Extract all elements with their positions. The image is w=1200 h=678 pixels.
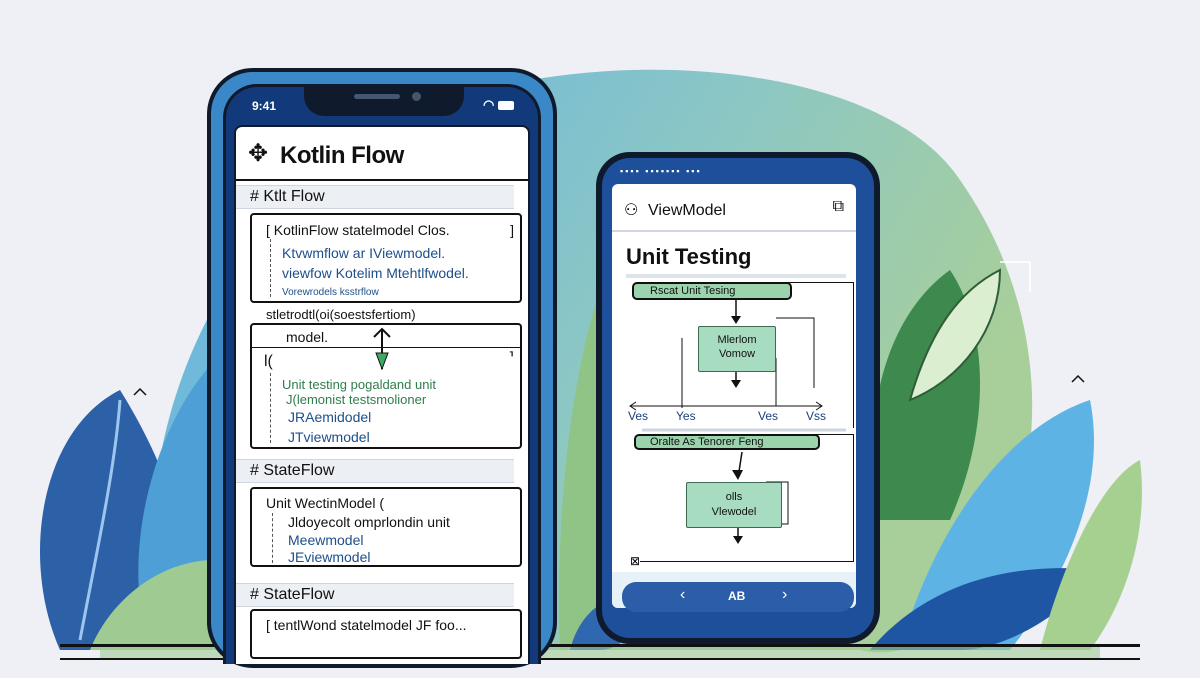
phone-left: 9:41 ◠ ✥ Kotlin Flow # Ktlt Flow [ Kotli…: [207, 68, 557, 668]
speaker-icon: [354, 94, 400, 99]
indent-guide: [272, 513, 274, 563]
indent-guide: [270, 239, 272, 297]
diagram-label: Ves: [628, 409, 649, 423]
title-underline: [626, 274, 846, 278]
code-line: Meewmodel: [288, 532, 364, 548]
section-bar: [236, 583, 514, 607]
camera-icon: [412, 92, 421, 101]
code-line: [ tentlWond statelmodel JF foo...: [266, 617, 467, 633]
phone-notch: [304, 87, 464, 116]
leaf-right-light: [908, 268, 1002, 402]
code-line: JRAemidodel: [288, 409, 372, 425]
unit-testing-title: Unit Testing: [626, 244, 752, 269]
prev-button[interactable]: ‹: [680, 586, 686, 603]
diagram-tag: Rscat Unit Tesing: [632, 282, 792, 300]
section-bar: [236, 459, 514, 483]
code-line: Vorewrodels ksstrflow: [282, 287, 379, 298]
flow-diagram-1: [629, 300, 846, 432]
code-card-stateflow[interactable]: Unit WectinModel ( Jldoyecolt omprlondin…: [250, 487, 522, 567]
leaf-middle-green: [559, 290, 600, 650]
code-line: [ KotlinFlow statelmodel Clos.: [266, 222, 450, 238]
arrow-up-down-icon: [373, 327, 391, 371]
diagram-tag: Oralte As Tenorer Feng: [634, 434, 820, 450]
code-line-green: Unit testing pogaldand unit: [282, 377, 436, 392]
box-label: Vlewodel: [711, 506, 757, 518]
viewmodel-title: ViewModel: [648, 202, 726, 219]
diagram-label: Vss: [806, 409, 827, 423]
diagram-label: Yes: [676, 409, 696, 423]
edit-icon[interactable]: ⧉: [832, 198, 844, 215]
phone-left-bezel: 9:41 ◠ ✥ Kotlin Flow # Ktlt Flow [ Kotli…: [223, 84, 541, 664]
code-bracket: ⸣: [508, 349, 514, 365]
phone-right: ▪▪▪▪ ▪▪▪▪▪▪▪ ▪▪▪ ⚇ ViewModel ⧉ Unit Test…: [596, 152, 880, 644]
box-label: olls: [725, 491, 743, 503]
section-title-stateflow: # StateFlow: [250, 462, 335, 479]
battery-icon: [498, 101, 514, 111]
image-icon: ⊠: [630, 554, 641, 568]
code-line: viewfow Kotelim Mtehtlfwodel.: [282, 265, 469, 281]
box-label: Mlerlom: [717, 334, 757, 346]
status-icons: ◠: [483, 97, 514, 113]
code-line: Jldoyecolt omprlondin unit: [288, 514, 450, 530]
code-card-statemodel[interactable]: [ tentlWond statelmodel JF foo...: [250, 609, 522, 659]
section-title-stateflow-2: # StateFlow: [250, 586, 335, 603]
code-line: JTviewmodel: [288, 429, 370, 445]
nav-center-button[interactable]: AB: [728, 589, 746, 603]
code-card-kotlinflow[interactable]: [ KotlinFlow statelmodel Clos. ] Ktvwmfl…: [250, 213, 522, 303]
app-title: Kotlin Flow: [280, 142, 404, 169]
code-card-model[interactable]: model. l( ⸣ Unit testing pogaldand unit …: [250, 323, 522, 449]
phone-right-bezel: ▪▪▪▪ ▪▪▪▪▪▪▪ ▪▪▪ ⚇ ViewModel ⧉ Unit Test…: [602, 158, 874, 638]
card-divider: [252, 347, 520, 348]
header-divider: [236, 179, 528, 181]
box-label: Vomow: [718, 348, 756, 360]
diagram-label: Ves: [758, 409, 779, 423]
leaf-left-green: [90, 560, 215, 650]
phone-right-screen: ⚇ ViewModel ⧉ Unit Testing Rscat Unit Te…: [612, 184, 856, 608]
status-time: 9:41: [252, 99, 277, 113]
indent-guide: [270, 373, 272, 443]
section-title-ktlt-flow: # Ktlt Flow: [250, 188, 325, 205]
code-line: JEviewmodel: [288, 549, 371, 565]
code-bracket: l(: [264, 353, 273, 370]
leaf-right-green: [1040, 460, 1142, 650]
bottom-nav-bar: ‹ AB ›: [622, 582, 854, 612]
code-note: stletrodtl(oi(soestsfertiom): [266, 307, 416, 322]
leaf-right-darkblue: [870, 568, 1100, 650]
code-line-green: J(lemonist testsmolioner: [286, 392, 427, 407]
code-line: Unit WectinModel (: [266, 495, 385, 511]
status-icons-right: ▪▪▪▪ ▪▪▪▪▪▪▪ ▪▪▪: [620, 166, 702, 176]
section-bar: [236, 185, 514, 209]
diagram-box-2: olls Vlewodel: [686, 482, 782, 528]
kotlin-logo-icon: ✥: [248, 140, 269, 167]
header-divider: [612, 230, 856, 232]
wifi-icon: ◠: [483, 97, 495, 112]
code-line: Ktvwmflow ar IViewmodel.: [282, 245, 446, 261]
code-bracket: ]: [510, 222, 514, 238]
phone-left-screen: ✥ Kotlin Flow # Ktlt Flow [ KotlinFlow s…: [234, 125, 530, 664]
code-line: model.: [286, 329, 329, 345]
diagram-box-1: Mlerlom Vomow: [698, 326, 776, 372]
signal-icon: ▪▪▪▪ ▪▪▪▪▪▪▪ ▪▪▪: [620, 166, 702, 176]
next-button[interactable]: ›: [782, 586, 788, 603]
viewmodel-icon: ⚇: [624, 202, 639, 219]
